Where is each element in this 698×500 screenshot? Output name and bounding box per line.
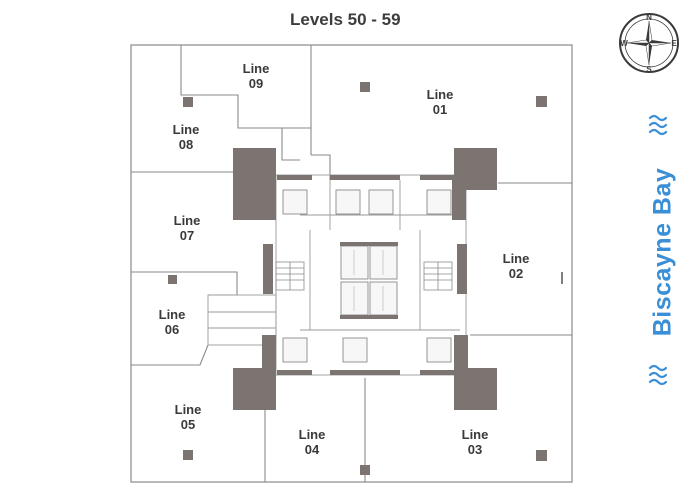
unit-label-01: Line 01	[415, 87, 465, 117]
building-outline	[130, 44, 573, 483]
compass-s: S	[646, 65, 652, 74]
unit-label-09: Line 09	[231, 61, 281, 91]
unit-label-number: 07	[179, 228, 195, 243]
unit-label-07: Line 07	[162, 213, 212, 243]
unit-label-line: Line	[502, 251, 530, 266]
unit-label-line: Line	[298, 427, 326, 442]
unit-label-line: Line	[461, 427, 489, 442]
stairs	[275, 261, 453, 291]
unit-label-line: Line	[242, 61, 270, 76]
unit-label-line: Line	[426, 87, 454, 102]
unit-label-02: Line 02	[491, 251, 541, 281]
unit-label-number: 09	[248, 76, 264, 91]
wave-icon-top	[648, 114, 668, 136]
unit-label-number: 06	[164, 322, 180, 337]
unit-label-number: 04	[304, 442, 320, 457]
unit-label-line: Line	[174, 402, 202, 417]
unit-label-number: 05	[180, 417, 196, 432]
wave-icon-bottom	[648, 364, 668, 386]
water-label: Biscayne Bay	[648, 167, 677, 337]
unit-label-04: Line 04	[287, 427, 337, 457]
unit-label-line: Line	[173, 213, 201, 228]
unit-label-03: Line 03	[450, 427, 500, 457]
compass-n: N	[646, 13, 652, 22]
unit-label-08: Line 08	[161, 122, 211, 152]
floorplan-title-text: Levels 50 - 59	[290, 10, 401, 29]
elevator-cross-marks	[353, 250, 384, 311]
elevator-banks	[282, 189, 452, 363]
unit-label-number: 01	[432, 102, 448, 117]
compass-w: W	[620, 39, 628, 48]
water-label-group: Biscayne Bay	[640, 112, 686, 392]
compass-rose-icon: N S W E	[618, 12, 680, 74]
unit-label-line: Line	[172, 122, 200, 137]
unit-label-06: Line 06	[147, 307, 197, 337]
structural-walls	[233, 148, 497, 410]
unit-label-05: Line 05	[163, 402, 213, 432]
unit-label-number: 08	[178, 137, 194, 152]
columns	[168, 82, 547, 475]
unit-label-number: 03	[467, 442, 483, 457]
unit-label-number: 02	[508, 266, 524, 281]
unit-label-line: Line	[158, 307, 186, 322]
unit-partitions	[131, 45, 572, 482]
compass-e: E	[671, 39, 677, 48]
